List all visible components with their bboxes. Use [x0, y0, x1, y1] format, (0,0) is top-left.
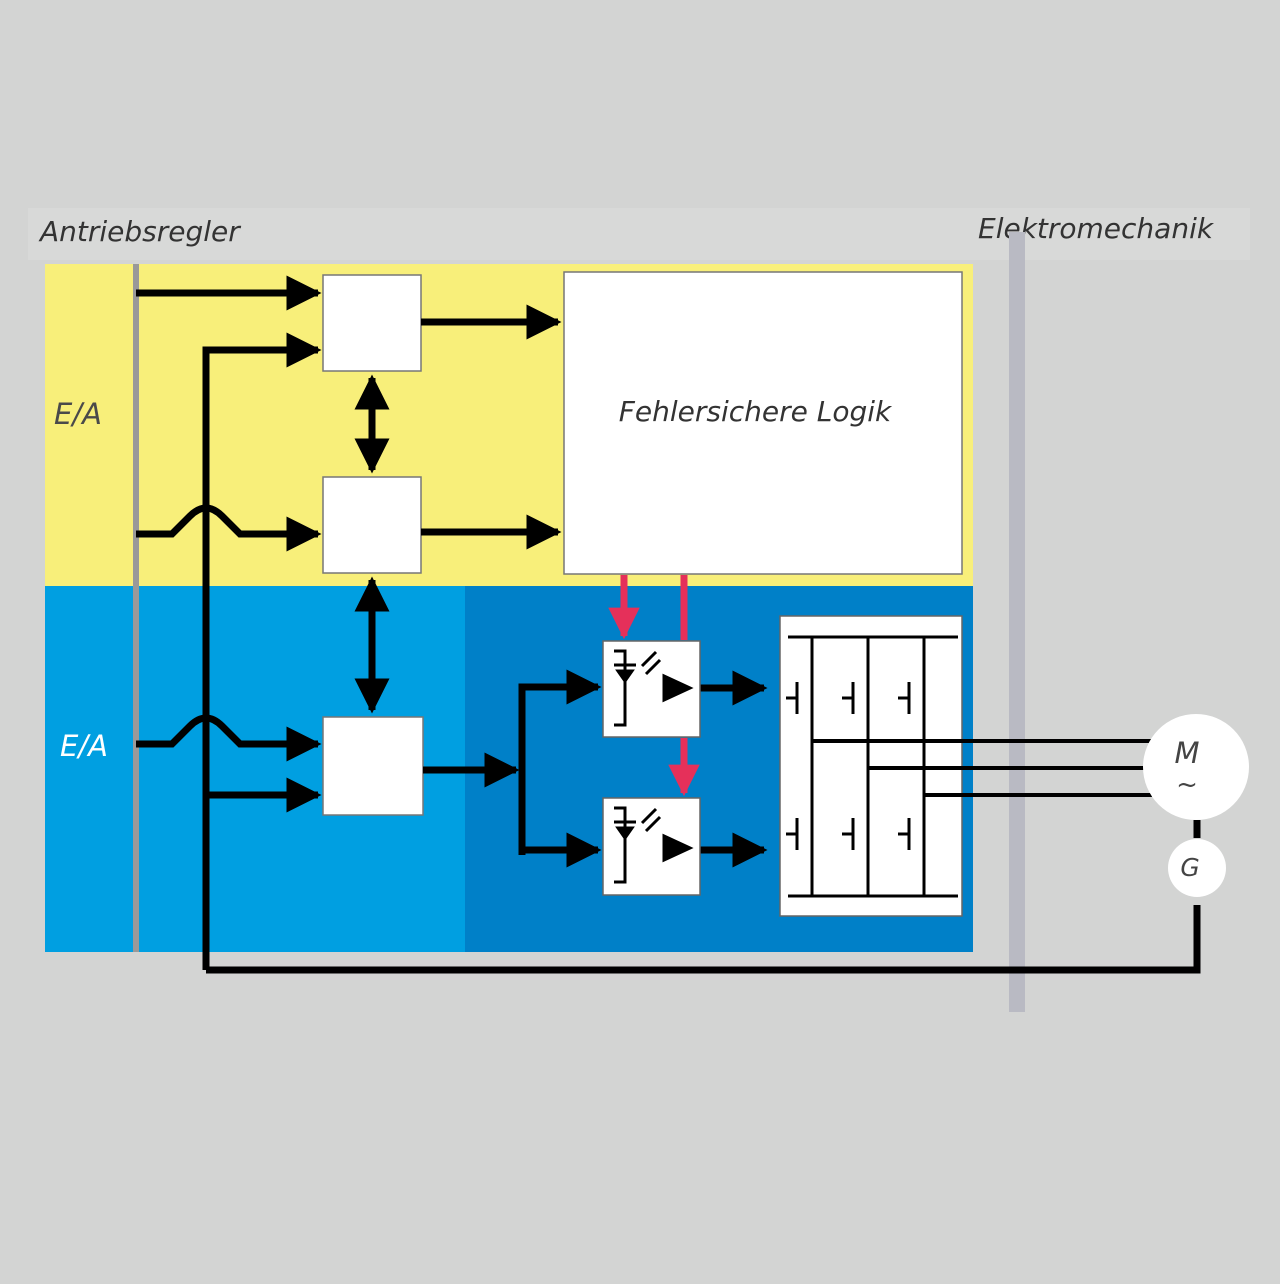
failsafe-logic-label: Fehlersichere Logik	[619, 395, 893, 428]
optocoupler-symbol-bottom	[614, 806, 694, 884]
input-arrow-3	[136, 714, 322, 762]
safe-torque-off-signals	[608, 575, 700, 797]
igbt-switches	[786, 682, 911, 850]
encoder-feedback-line	[206, 905, 1201, 974]
motor-phase-lines	[812, 739, 1152, 797]
top-channel-block-a	[322, 274, 422, 372]
driver-branch-top	[518, 669, 602, 855]
bottom-io-label: E/A	[60, 729, 108, 763]
feedback-arrow-top	[202, 332, 322, 970]
optocoupler-bottom	[602, 797, 701, 896]
drive-controller-title: Antriebsregler	[38, 215, 241, 248]
input-signal-arrows	[136, 275, 768, 970]
input-arrow-2	[136, 504, 322, 552]
encoder-circle	[1168, 839, 1226, 897]
electromechanics-divider	[1009, 232, 1025, 1012]
optocoupler-top	[602, 640, 701, 738]
encoder-label: G	[1180, 853, 1199, 882]
motor-label: M	[1174, 736, 1199, 770]
failsafe-logic-block	[563, 271, 963, 575]
io-column-divider	[133, 264, 139, 952]
ac-symbol: ~	[1176, 770, 1198, 800]
motor-circle	[1143, 714, 1249, 820]
top-channel-block-b	[322, 476, 422, 574]
bottom-channel-block	[322, 716, 424, 816]
top-io-label: E/A	[54, 397, 102, 431]
header-band	[28, 208, 1250, 260]
optocoupler-symbol-top	[614, 649, 694, 727]
